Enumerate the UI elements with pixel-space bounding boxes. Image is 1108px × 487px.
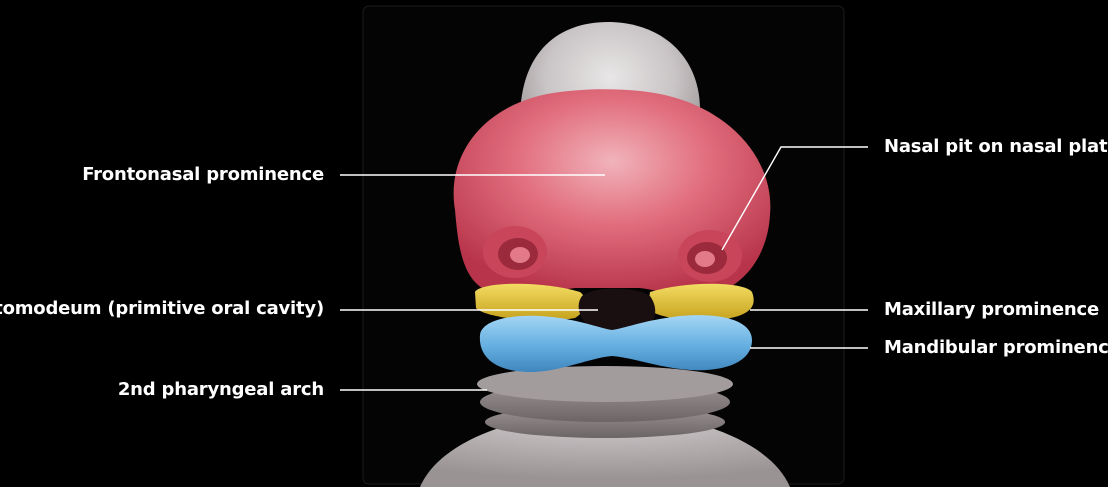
maxillary-left: [475, 284, 585, 321]
label-frontonasal: Frontonasal prominence: [82, 164, 324, 186]
label-maxillary: Maxillary prominence: [884, 299, 1099, 321]
label-pharyngeal: 2nd pharyngeal arch: [118, 379, 324, 401]
label-nasal-pit: Nasal pit on nasal plate: [884, 136, 1108, 158]
pharyngeal-arch-shape: [477, 366, 733, 438]
label-stomodeum: Stomodeum (primitive oral cavity): [0, 298, 324, 320]
nasal-pit-left: [483, 226, 547, 278]
nasal-pit-right: [678, 230, 742, 282]
maxillary-right: [648, 284, 754, 321]
label-mandibular: Mandibular prominence: [884, 337, 1108, 359]
